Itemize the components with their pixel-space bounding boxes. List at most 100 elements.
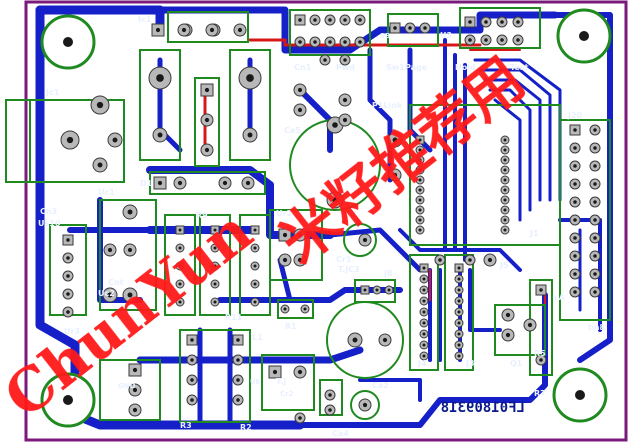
label-us10: Us10 xyxy=(38,219,61,228)
pad-hole xyxy=(328,40,332,44)
pad-hole xyxy=(343,18,347,22)
pad-hole xyxy=(236,378,240,382)
pad-hole xyxy=(503,178,507,182)
pad-hole xyxy=(457,299,461,303)
pad-hole xyxy=(457,277,461,281)
pad-hole xyxy=(245,180,251,186)
pad-hole xyxy=(422,266,426,270)
pad-hole xyxy=(190,358,194,362)
pad-hole xyxy=(107,247,113,253)
pad-hole xyxy=(418,228,422,232)
pad-hole xyxy=(282,232,288,238)
pad-hole xyxy=(418,138,422,142)
pad-hole xyxy=(500,38,504,42)
label-ur2: Ur2 xyxy=(276,209,292,218)
label-sw1: Sw1 xyxy=(386,63,405,72)
pad-hole xyxy=(593,254,597,258)
pad-hole xyxy=(358,40,362,44)
pad-hole xyxy=(457,343,461,347)
pad-hole xyxy=(418,158,422,162)
pad-hole xyxy=(527,322,533,328)
pad-hole xyxy=(457,266,461,270)
pad-hole xyxy=(457,310,461,314)
label-d1: D1 xyxy=(140,179,153,188)
pad-hole xyxy=(593,164,597,168)
pad-hole xyxy=(503,168,507,172)
label-uc1: Uc1 xyxy=(98,188,115,197)
pad-hole xyxy=(66,136,74,144)
label-j1: J1 xyxy=(529,229,539,238)
label-j5: J5 xyxy=(499,261,509,270)
pad-hole xyxy=(297,87,303,93)
pad-hole xyxy=(66,238,70,242)
pad-hole xyxy=(505,312,511,318)
label-p1link: P1Link xyxy=(372,101,403,110)
pad-hole xyxy=(503,198,507,202)
pad-hole xyxy=(282,257,288,263)
pad-hole xyxy=(438,258,442,262)
pad-hole xyxy=(362,237,368,243)
pad-hole xyxy=(484,20,488,24)
pad-hole xyxy=(213,246,217,250)
pad-hole xyxy=(392,172,398,178)
label-j20: J20 xyxy=(567,111,583,120)
label-gnd: GND xyxy=(118,382,136,390)
pad-hole xyxy=(178,246,182,250)
pad-hole xyxy=(236,338,240,342)
pad-hole xyxy=(332,197,338,203)
pad-hole xyxy=(422,277,426,281)
pad-hole xyxy=(362,402,368,408)
pad-hole xyxy=(127,292,133,298)
pad-hole xyxy=(382,337,388,343)
pad-hole xyxy=(573,200,577,204)
pad-hole xyxy=(66,274,70,278)
pad-hole xyxy=(213,264,217,268)
pad-hole xyxy=(190,338,194,342)
pad-hole xyxy=(516,20,520,24)
pad-hole xyxy=(358,18,362,22)
pad-hole xyxy=(573,272,577,276)
pad-hole xyxy=(247,132,253,138)
pad-hole xyxy=(593,218,597,222)
pad-hole xyxy=(418,148,422,152)
label-r11: R11 xyxy=(225,313,243,322)
pad-hole xyxy=(178,228,182,232)
component-pads xyxy=(60,14,601,424)
pad-hole xyxy=(253,300,257,304)
label-cr1: Cr1 xyxy=(336,255,352,264)
label-u3: U3 xyxy=(440,31,452,40)
pad-hole xyxy=(96,101,104,109)
label-cn3: Cn3 xyxy=(40,207,57,216)
pad-hole xyxy=(132,407,138,413)
pad-hole xyxy=(593,290,597,294)
label-pwd: Pwd xyxy=(336,63,355,72)
label-ca4: Ca4 xyxy=(332,429,349,438)
label-ur3: Ur3 xyxy=(64,327,80,336)
label-plus-a: +A xyxy=(552,293,566,302)
pad-hole xyxy=(500,20,504,24)
pad-hole xyxy=(457,321,461,325)
pad-hole xyxy=(132,387,138,393)
pad-hole xyxy=(573,146,577,150)
pad-hole xyxy=(503,228,507,232)
pad-hole xyxy=(573,236,577,240)
pad-hole xyxy=(323,58,327,62)
pad-hole xyxy=(457,332,461,336)
pad-hole xyxy=(418,198,422,202)
pad-hole xyxy=(573,164,577,168)
pad-hole xyxy=(297,257,303,263)
label-j8: J8 xyxy=(383,269,393,278)
pad-hole xyxy=(97,162,103,168)
pad-hole xyxy=(422,288,426,292)
pad-hole xyxy=(107,292,113,298)
board-outline xyxy=(24,0,628,442)
pad-hole xyxy=(332,122,338,128)
pad-hole xyxy=(423,26,427,30)
pad-hole xyxy=(539,288,543,292)
label-r3: R3 xyxy=(180,421,192,430)
pad-hole xyxy=(222,180,228,186)
pad-hole xyxy=(503,218,507,222)
pad-hole xyxy=(156,74,164,82)
pad-hole xyxy=(313,40,317,44)
